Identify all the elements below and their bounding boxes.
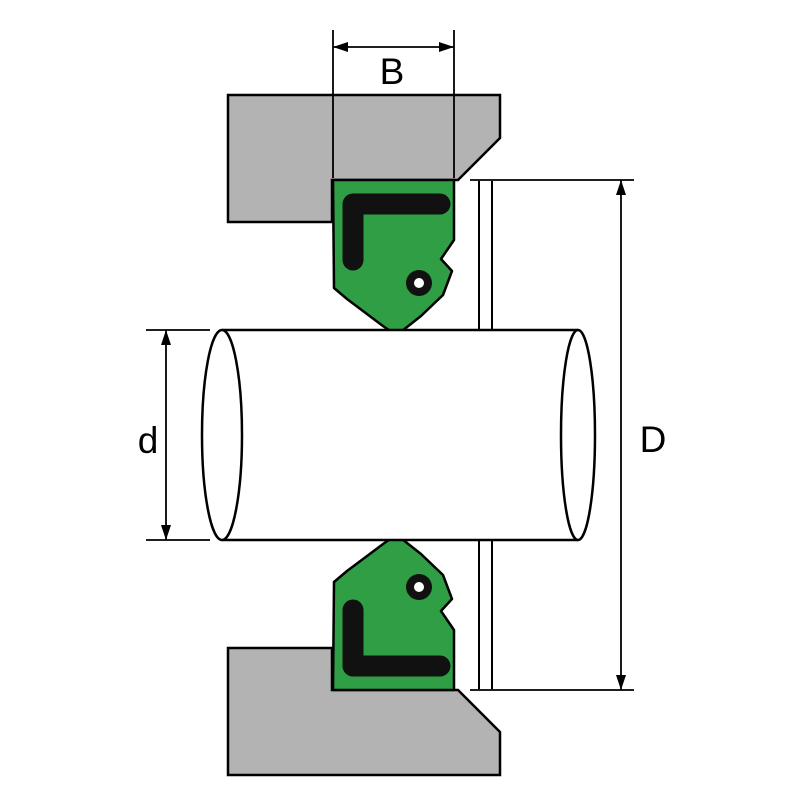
garter-spring-inner [414, 278, 424, 288]
arrowhead-d-bottom [161, 525, 171, 540]
seal-upper [331, 178, 456, 335]
arrowhead-D-bottom [616, 675, 626, 690]
dimension-B: B [333, 42, 454, 92]
shaft-end-ellipse-left [200, 328, 244, 542]
arrowhead-d-top [161, 330, 171, 345]
dimension-D: D [470, 179, 667, 691]
label-B: B [380, 51, 405, 92]
arrowhead-D-top [616, 180, 626, 195]
label-d: d [138, 420, 159, 461]
arrowhead-B-left [333, 42, 348, 52]
dimension-d: d [138, 329, 210, 541]
seal-metal-case [342, 193, 451, 271]
shaft-body-fill [222, 331, 578, 539]
shaft-end-ellipse-right [559, 328, 597, 542]
label-D: D [640, 419, 667, 460]
arrowhead-B-right [439, 42, 454, 52]
